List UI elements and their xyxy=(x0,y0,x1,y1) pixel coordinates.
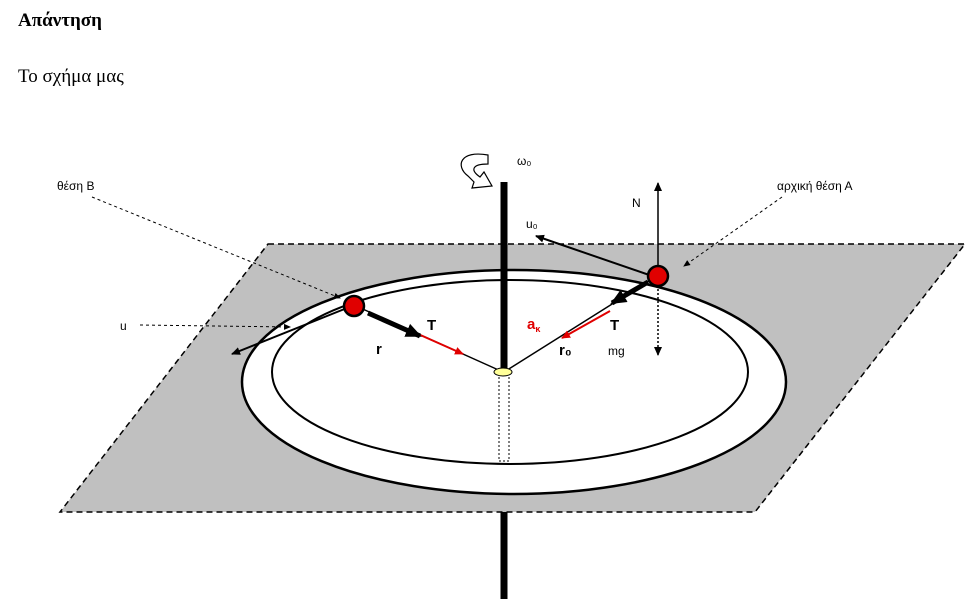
central-hole xyxy=(493,367,513,377)
tension-arrow-b xyxy=(366,310,422,339)
velocity-arrow-b xyxy=(231,305,353,355)
tension-a-label: T xyxy=(610,317,619,334)
initial-radius-label: r₀ xyxy=(559,342,572,359)
tension-b-label: T xyxy=(427,317,436,334)
weight-label: mg xyxy=(608,344,625,358)
initial-position-a-label: αρχική θέση Α xyxy=(777,179,853,193)
rotation-arrow-icon xyxy=(460,153,493,189)
accel-arrow-b xyxy=(417,333,464,355)
mass-position-b xyxy=(342,294,366,318)
omega-label: ω₀ xyxy=(517,154,531,168)
answer-heading: Απάντηση xyxy=(18,10,102,31)
normal-force-label: N xyxy=(632,196,641,210)
position-b-label: θέση Β xyxy=(57,179,94,193)
radius-label: r xyxy=(376,341,382,358)
velocity-label: u xyxy=(120,319,127,333)
leader-velocity xyxy=(139,323,291,330)
accel-arrow-a xyxy=(561,310,611,339)
intro-text: Το σχήμα μας xyxy=(18,66,124,87)
mass-position-a xyxy=(646,264,670,288)
leader-position-a xyxy=(683,196,783,267)
shaft-hidden xyxy=(498,374,510,462)
tension-arrow-a xyxy=(610,279,650,306)
leader-position-b xyxy=(91,196,341,299)
velocity-arrow-a xyxy=(535,234,656,278)
initial-velocity-label: u₀ xyxy=(526,217,538,231)
centripetal-accel-label: aκ xyxy=(527,316,541,334)
